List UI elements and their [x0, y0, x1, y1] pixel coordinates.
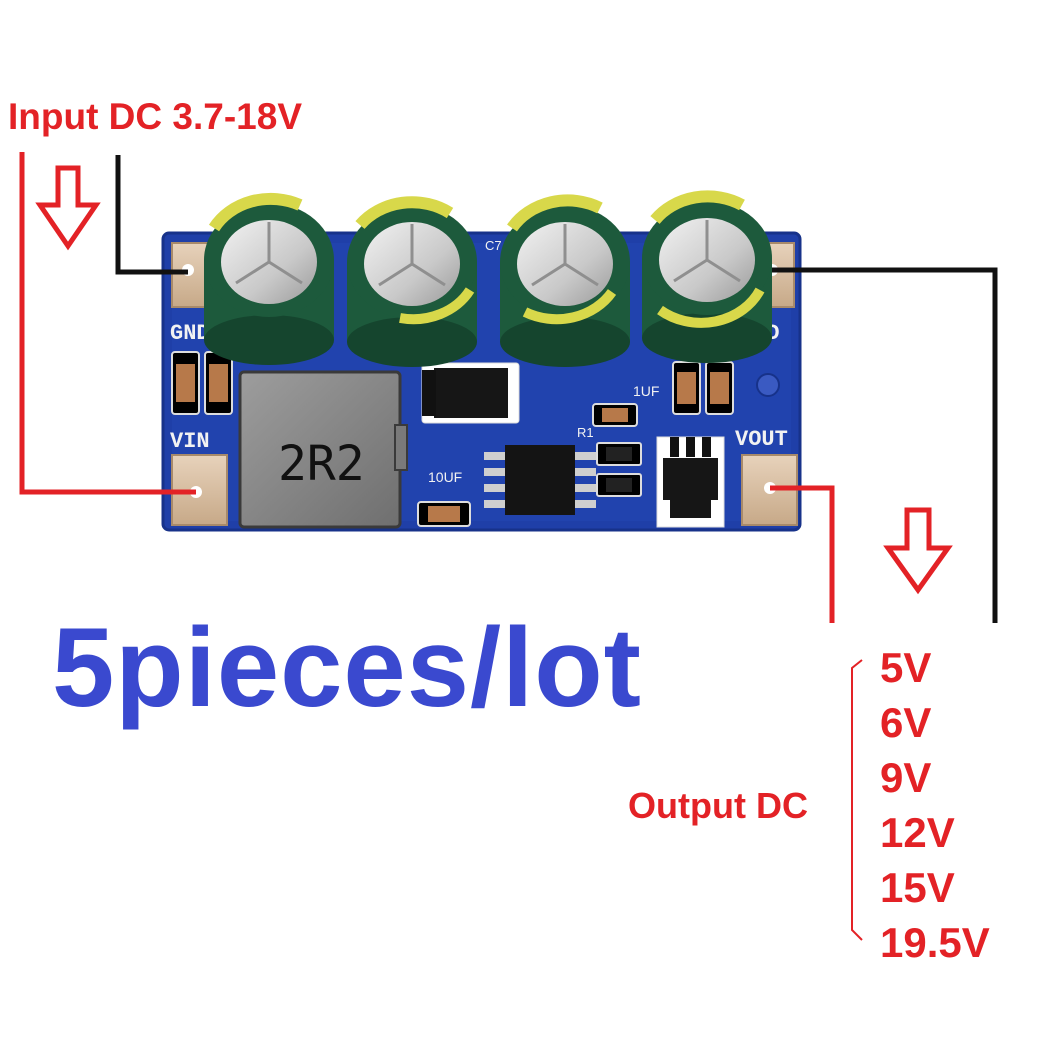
output-voltage-option: 5V: [880, 644, 932, 691]
pcb-board: GND GND VIN VOUT 10UF 1UF R1 C7 2R2: [161, 190, 802, 532]
regulator: [656, 436, 725, 528]
output-bracket: [851, 659, 863, 941]
schottky-diode: [421, 362, 520, 424]
silk-gnd-left: GND: [170, 321, 210, 346]
input-gnd-wire: [115, 155, 188, 275]
down-arrow-icon: [883, 507, 953, 595]
inductor: 2R2: [238, 370, 408, 529]
output-voltage-option: 19.5V: [880, 919, 990, 966]
smd-capacitor: [171, 351, 233, 415]
inductor-marking: 2R2: [278, 436, 365, 492]
down-arrow-icon: [35, 165, 101, 251]
output-gnd-wire: [772, 267, 998, 623]
input-voltage-label: Input DC 3.7-18V: [8, 96, 302, 137]
smd-capacitor-10uf: [417, 501, 471, 527]
electrolytic-capacitor: [500, 194, 630, 367]
mounting-hole: [756, 373, 780, 397]
output-vout-wire: [770, 485, 835, 623]
silk-r1: R1: [577, 425, 594, 440]
silk-vin: VIN: [170, 429, 210, 454]
silk-vout: VOUT: [735, 427, 788, 452]
smd-capacitor: [672, 361, 734, 415]
input-vin-wire: [19, 152, 196, 495]
output-voltage-option: 9V: [880, 754, 932, 801]
smd-resistor: [596, 442, 642, 497]
electrolytic-capacitor: [204, 192, 334, 365]
silk-c7: C7: [485, 238, 502, 253]
output-voltage-list: 5V 6V 9V 12V 15V 19.5V: [880, 640, 990, 970]
output-voltage-option: 15V: [880, 864, 955, 911]
lot-size-label: 5pieces/lot: [52, 605, 642, 730]
silk-10uf: 10UF: [428, 469, 462, 485]
electrolytic-capacitor: [347, 196, 477, 367]
silk-1uf: 1UF: [633, 383, 659, 399]
electrolytic-capacitor: [642, 190, 772, 363]
output-label: Output DC: [628, 785, 808, 826]
output-voltage-option: 12V: [880, 809, 955, 856]
controller-ic: [484, 445, 596, 515]
output-voltage-option: 6V: [880, 699, 932, 746]
smd-capacitor-1uf: [592, 403, 638, 427]
